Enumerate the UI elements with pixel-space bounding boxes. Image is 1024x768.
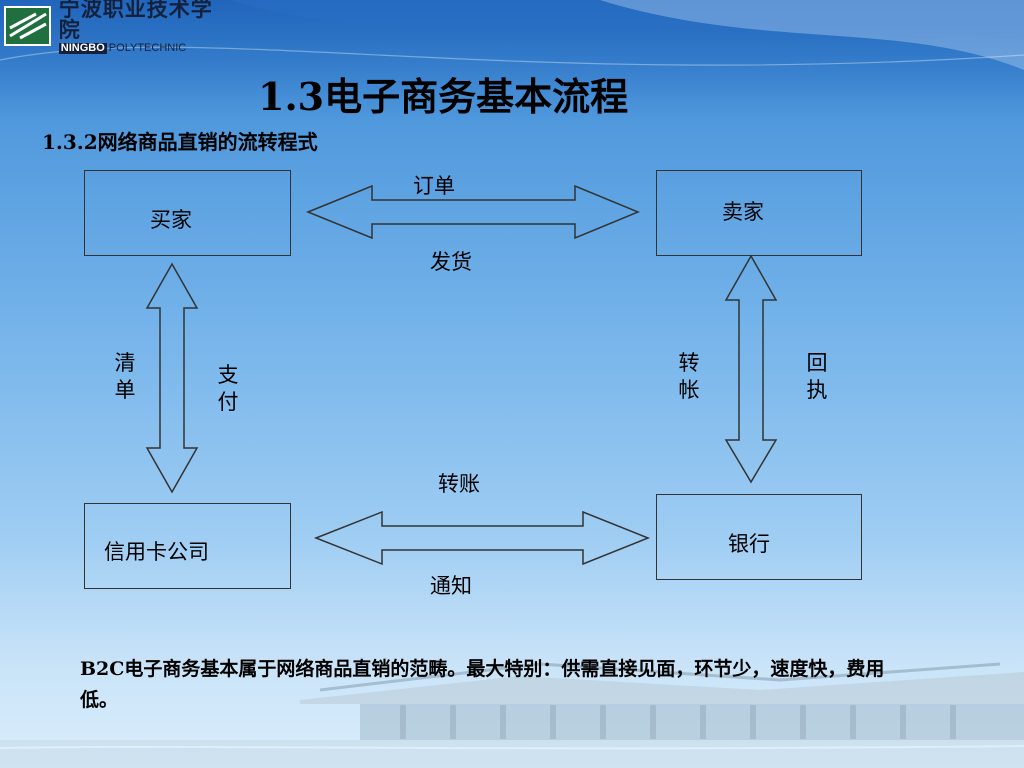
- edge-label-order: 订单: [413, 174, 455, 198]
- node-seller-label: 卖家: [722, 200, 764, 224]
- page-title: 1.3电子商务基本流程: [258, 74, 629, 119]
- node-seller: [656, 170, 862, 256]
- arrow-buyer-seller: [306, 184, 640, 240]
- footnote-text: B2C电子商务基本属于网络商品直销的范畴。最大特别：供需直接见面，环节少，速度快…: [80, 658, 885, 711]
- node-bank-label: 银行: [728, 532, 770, 556]
- edge-label-notify: 通知: [430, 574, 472, 598]
- node-bank: [656, 494, 862, 580]
- arrow-creditcard-bank: [313, 510, 651, 566]
- school-emblem-icon: [4, 6, 51, 46]
- node-buyer: [84, 170, 291, 256]
- edge-label-pay: 支付: [217, 363, 239, 414]
- edge-label-statement: 清单: [114, 351, 136, 402]
- school-name-en-box: NINGBO: [58, 42, 107, 54]
- school-name-en: NINGBO POLYTECHNIC: [58, 42, 230, 54]
- edge-label-transfer2: 转账: [438, 472, 480, 496]
- school-name-en-rest: POLYTECHNIC: [108, 42, 187, 54]
- edge-label-ship: 发货: [430, 250, 472, 274]
- arrow-seller-bank: [724, 254, 778, 484]
- edge-label-receipt: 回执: [806, 351, 828, 402]
- node-buyer-label: 买家: [150, 208, 192, 232]
- section-subtitle: 1.3.2网络商品直销的流转程式: [42, 130, 318, 154]
- school-logo: 宁波职业技术学院 NINGBO POLYTECHNIC: [4, 0, 230, 54]
- node-credit-card-company: [84, 503, 291, 589]
- arrow-buyer-creditcard: [145, 262, 199, 494]
- school-name-cn: 宁波职业技术学院: [58, 0, 213, 42]
- node-credit-card-company-label: 信用卡公司: [104, 540, 209, 564]
- edge-label-transfer: 转帐: [678, 351, 700, 402]
